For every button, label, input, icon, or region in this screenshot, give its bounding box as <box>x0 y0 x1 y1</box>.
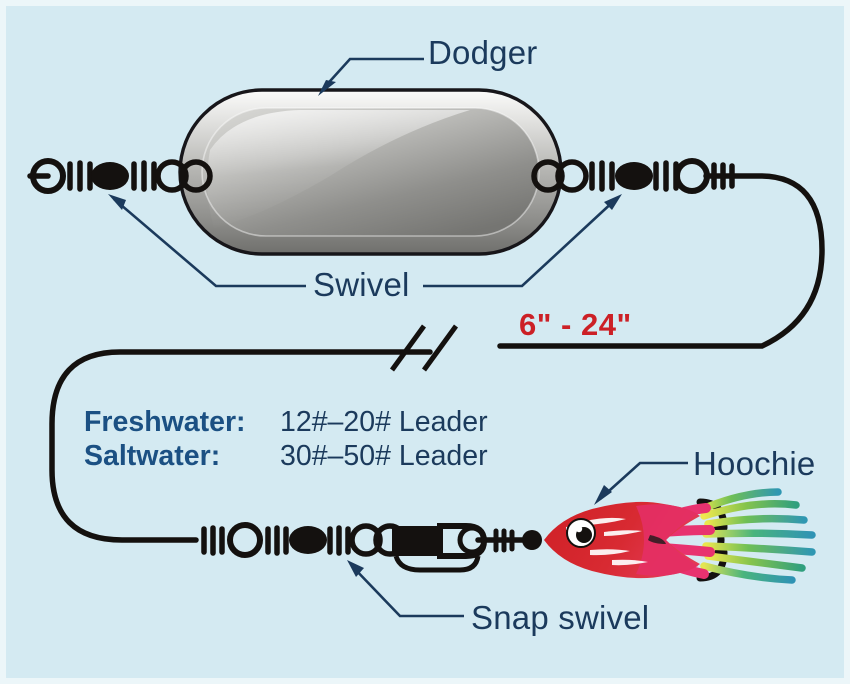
hoochie-squid-skirt <box>522 488 816 584</box>
leader-spec-table: Freshwater: 12#–20# Leader Saltwater: 30… <box>84 406 488 473</box>
bead <box>522 530 542 550</box>
hoochie-eye <box>566 518 596 548</box>
label-dodger: Dodger <box>428 34 538 71</box>
snap-swivel <box>201 522 515 573</box>
label-swivel: Swivel <box>313 266 410 303</box>
pointer-swivel-right <box>423 198 617 288</box>
leader-row-freshwater-key: Freshwater: <box>84 406 246 438</box>
dodger-blade <box>178 88 563 256</box>
label-leader-distance: 6" - 24" <box>519 307 632 342</box>
pointer-snap-swivel <box>351 565 464 618</box>
pointer-hoochie <box>599 461 688 500</box>
line-segment-right-loop <box>497 173 825 349</box>
pointer-arrows <box>108 57 688 618</box>
label-hoochie: Hoochie <box>693 445 816 482</box>
pointer-swivel-left <box>113 198 306 288</box>
line-segment-left-loop <box>49 349 433 543</box>
line-break-marks <box>389 324 459 372</box>
barrel-swivel-left <box>30 158 213 194</box>
leader-row-saltwater-value: 30#–50# Leader <box>280 439 488 472</box>
leader-row-saltwater-key: Saltwater: <box>84 439 221 472</box>
pointer-dodger <box>321 57 424 91</box>
label-snap-swivel: Snap swivel <box>471 599 650 636</box>
barrel-swivel-right <box>531 158 735 194</box>
leader-row-freshwater-value: 12#–20# Leader <box>280 406 488 438</box>
